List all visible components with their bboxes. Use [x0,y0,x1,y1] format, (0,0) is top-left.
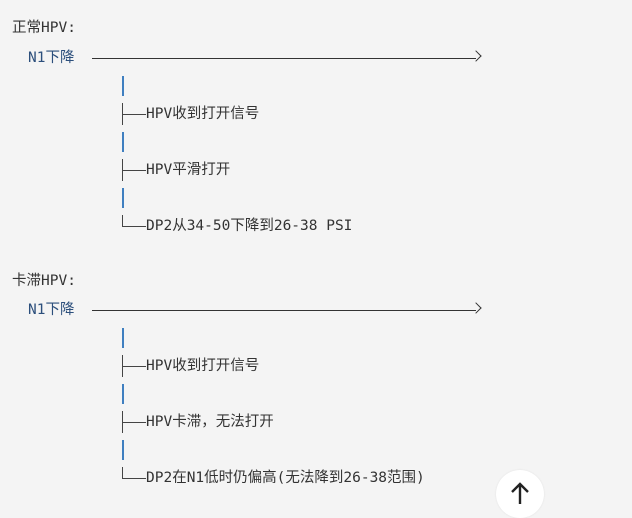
block-title: 正常HPV: [12,20,76,36]
pipe [121,380,124,408]
pipe [121,436,124,464]
arrow-right-icon [470,50,482,62]
arrow-up-icon [511,482,529,504]
arrow [0,44,500,72]
scroll-to-top-button[interactable] [496,470,544,518]
pipe [121,184,124,212]
pipe [121,72,124,100]
block-title: 卡滞HPV: [12,273,76,289]
pipe [121,324,124,352]
arrow-right-icon [470,302,482,314]
arrow [0,296,500,324]
trigger-label: N1下降 [28,302,75,318]
trigger-label: N1下降 [28,50,75,66]
pipe [121,128,124,156]
